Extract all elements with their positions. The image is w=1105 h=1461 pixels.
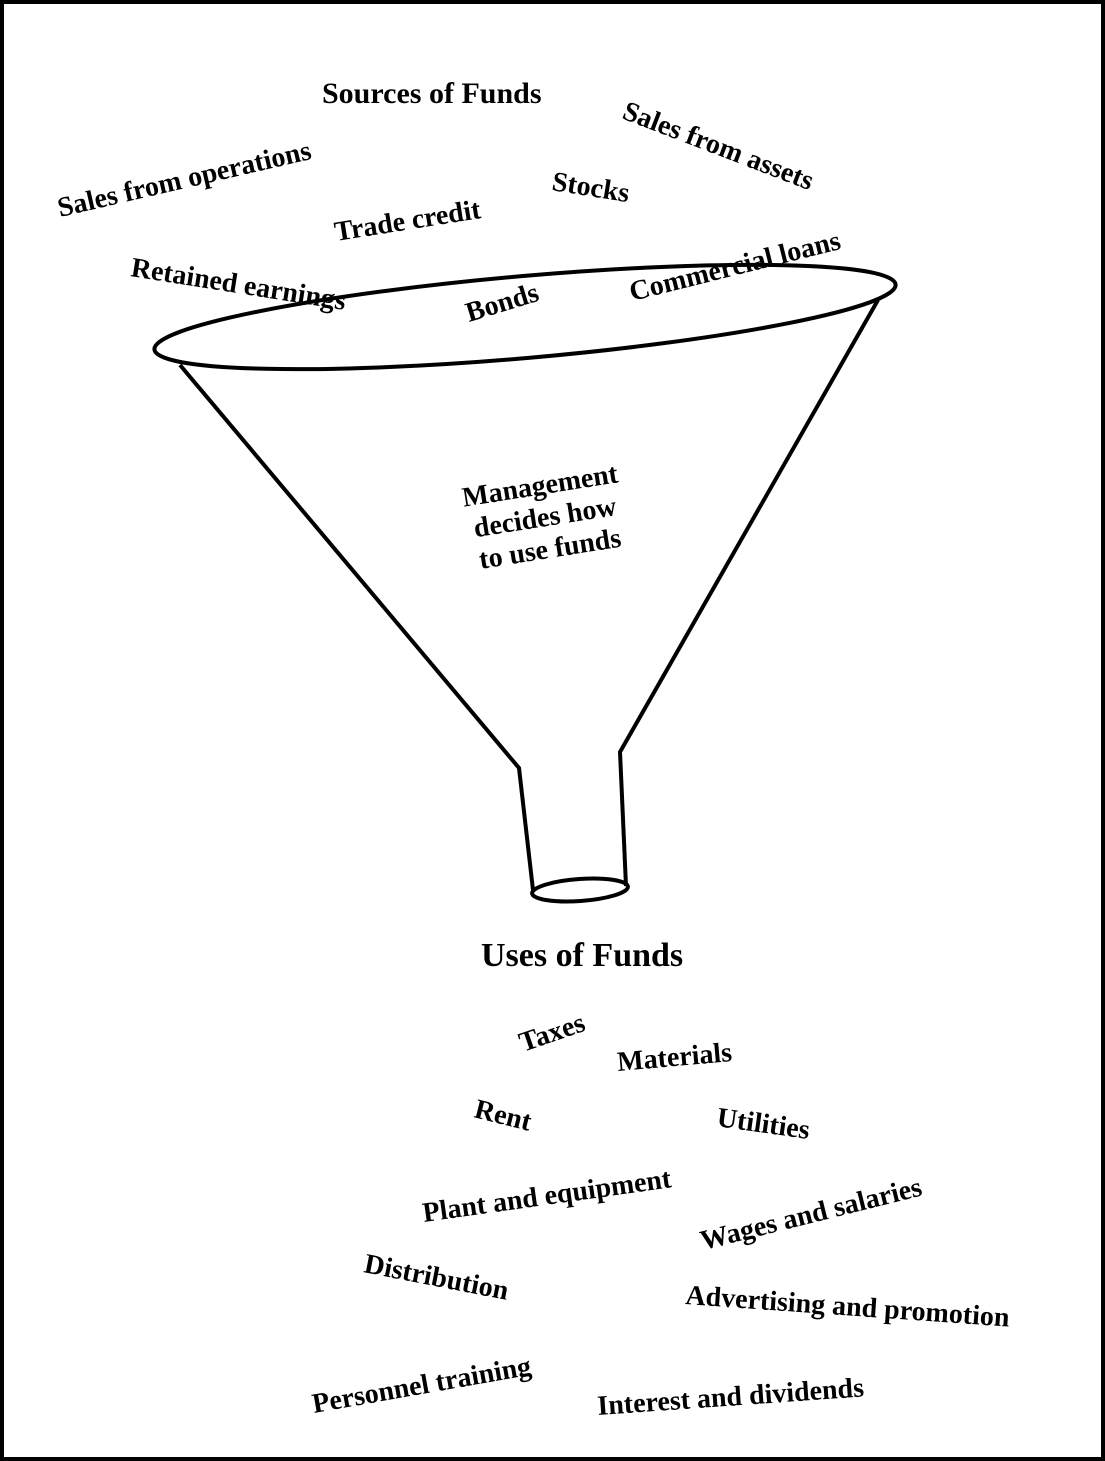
source-stocks: Stocks	[550, 166, 632, 209]
use-taxes: Taxes	[515, 1007, 589, 1058]
use-distribution: Distribution	[362, 1248, 512, 1306]
funnel-spout-opening	[530, 876, 630, 904]
sources-heading: Sources of Funds	[322, 77, 542, 110]
funnel-left-side	[178, 363, 535, 891]
source-sales-from-operations: Sales from operations	[55, 135, 315, 224]
use-interest-and-dividends: Interest and dividends	[596, 1372, 865, 1422]
use-wages-and-salaries: Wages and salaries	[697, 1172, 925, 1257]
source-bonds: Bonds	[462, 277, 543, 329]
use-personnel-training: Personnel training	[310, 1351, 534, 1420]
use-utilities: Utilities	[715, 1102, 812, 1146]
use-materials: Materials	[616, 1037, 733, 1078]
source-retained-earnings: Retained earnings	[129, 252, 348, 317]
funnel-caption: Management decides how to use funds	[460, 458, 623, 575]
uses-heading: Uses of Funds	[481, 937, 683, 974]
use-advertising-and-promotion: Advertising and promotion	[685, 1280, 1011, 1334]
use-rent: Rent	[471, 1094, 535, 1138]
source-trade-credit: Trade credit	[332, 194, 483, 248]
funnel-rim	[152, 262, 898, 372]
funnel-shape	[152, 262, 898, 904]
source-sales-from-assets: Sales from assets	[618, 96, 817, 197]
use-plant-and-equipment: Plant and equipment	[421, 1163, 674, 1229]
funnel-right-side	[617, 299, 880, 887]
